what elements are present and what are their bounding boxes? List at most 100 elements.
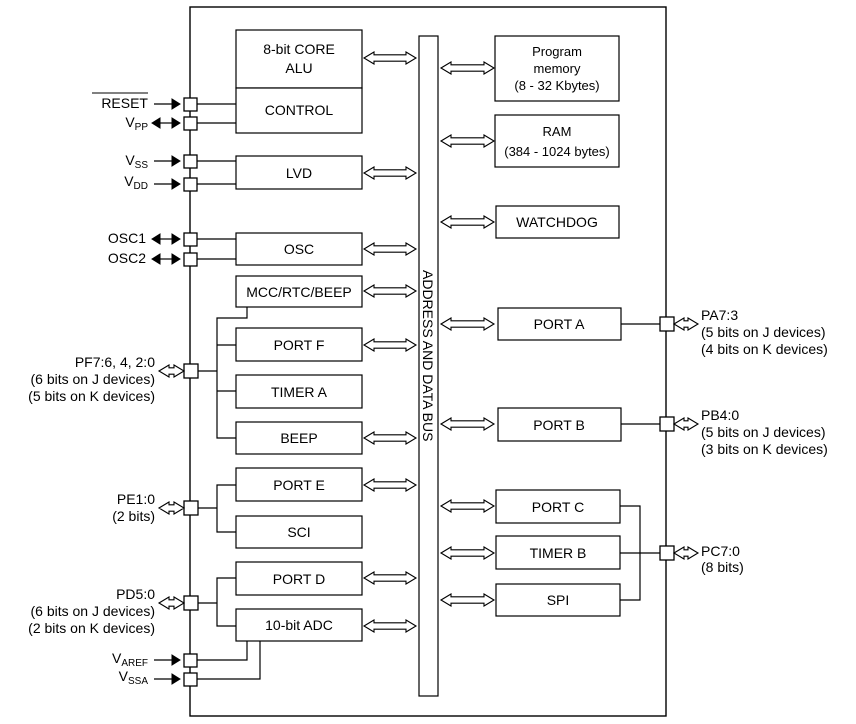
port-b-bus-arrow	[439, 417, 496, 431]
pa-label-1: PA7:3	[701, 307, 738, 323]
vdd-label: VDD	[124, 173, 148, 192]
port-b-block: PORT B	[497, 407, 622, 442]
pf-pin	[183, 363, 199, 379]
timer-a-label: TIMER A	[271, 384, 328, 400]
port-d-bus-arrow	[362, 571, 418, 585]
pc-label-1: PC7:0	[701, 543, 740, 559]
timer-a-block: TIMER A	[235, 374, 363, 409]
reset-pin-label: RESET	[92, 92, 148, 111]
lvd-block: LVD	[235, 155, 363, 190]
reset-pin	[183, 97, 198, 112]
core-bus-arrow	[362, 51, 418, 65]
port-e-label: PORT E	[273, 477, 325, 493]
pc-label-2: (8 bits)	[701, 559, 744, 575]
port-d-label: PORT D	[273, 571, 325, 587]
beep-label: BEEP	[280, 430, 317, 446]
ram-bus-arrow	[439, 134, 496, 148]
osc-bus-arrow	[362, 242, 418, 256]
spi-label: SPI	[547, 592, 570, 608]
pe-port-arrow	[157, 501, 186, 515]
osc-label: OSC	[284, 241, 314, 257]
mcc-block: MCC/RTC/BEEP	[235, 275, 363, 308]
ram-label-2: (384 - 1024 bytes)	[504, 144, 610, 159]
osc2-arrow-head-right	[171, 253, 181, 265]
vpp-pin	[183, 116, 198, 131]
lvd-label: LVD	[286, 165, 312, 181]
pa-port-arrow	[672, 317, 700, 331]
reset-arrow-head	[171, 98, 181, 110]
program-memory-label-3: (8 - 32 Kbytes)	[514, 78, 599, 93]
pf-label-3: (5 bits on K devices)	[28, 388, 155, 404]
osc1-pin	[183, 232, 198, 247]
osc2-label: OSC2	[108, 250, 146, 266]
vss-pin	[183, 154, 198, 169]
pf-label-1: PF7:6, 4, 2:0	[75, 354, 155, 370]
watchdog-block: WATCHDOG	[495, 205, 620, 239]
port-f-bus-arrow	[362, 338, 418, 352]
port-d-block: PORT D	[235, 561, 363, 596]
pc-pin	[659, 545, 675, 561]
spi-block: SPI	[495, 583, 621, 617]
ram-label-1: RAM	[543, 124, 572, 139]
port-a-label: PORT A	[534, 316, 586, 332]
pb-port-arrow	[672, 417, 700, 431]
core-alu-label-2: ALU	[285, 60, 312, 76]
watchdog-label: WATCHDOG	[516, 214, 598, 230]
pb-label-2: (5 bits on J devices)	[701, 424, 826, 440]
port-f-block: PORT F	[235, 327, 363, 362]
pb-pin	[659, 416, 675, 432]
vss-label: VSS	[125, 152, 148, 171]
osc-block: OSC	[235, 232, 363, 266]
vpp-main: V	[125, 114, 135, 130]
pb-label-1: PB4:0	[701, 407, 739, 423]
port-a-block: PORT A	[497, 307, 622, 341]
pf-label-2: (6 bits on J devices)	[31, 371, 156, 387]
osc2-pin	[183, 252, 198, 267]
pf-port-arrow	[157, 364, 186, 378]
sci-block: SCI	[235, 515, 363, 549]
port-a-bus-arrow	[439, 317, 496, 331]
vdd-pin	[183, 177, 198, 192]
program-memory-bus-arrow	[439, 61, 496, 75]
port-b-label: PORT B	[533, 417, 585, 433]
port-c-block: PORT C	[495, 489, 621, 524]
port-c-bus-arrow	[439, 499, 496, 513]
osc1-arrow-head-left	[151, 233, 161, 245]
control-label: CONTROL	[265, 102, 334, 118]
vss-sub: SS	[135, 160, 149, 171]
mcc-bus-arrow	[362, 284, 418, 298]
spi-bus-arrow	[439, 593, 496, 607]
adc-bus-arrow	[362, 619, 418, 633]
port-e-block: PORT E	[235, 467, 363, 502]
pd-label-3: (2 bits on K devices)	[28, 620, 155, 636]
internal-wiring	[197, 103, 661, 680]
vssa-arrow-head	[171, 673, 181, 685]
bus-arrows	[362, 51, 496, 633]
adc-label: 10-bit ADC	[265, 617, 333, 633]
pa-pin	[659, 316, 675, 332]
bus-label: ADDRESS AND DATA BUS	[420, 270, 436, 441]
timer-b-bus-arrow	[439, 546, 496, 560]
port-e-bus-arrow	[362, 478, 418, 492]
core-alu-label-1: 8-bit CORE	[263, 41, 335, 57]
core-alu-block: 8-bit CORE ALU	[235, 29, 363, 89]
ram-block: RAM (384 - 1024 bytes)	[494, 114, 620, 168]
address-data-bus: ADDRESS AND DATA BUS	[418, 35, 439, 697]
beep-bus-arrow	[362, 431, 418, 445]
pe-pin	[183, 500, 199, 516]
program-memory-block: Program memory (8 - 32 Kbytes)	[494, 35, 620, 102]
pe-label-2: (2 bits)	[112, 508, 155, 524]
port-f-label: PORT F	[274, 337, 325, 353]
mcc-label: MCC/RTC/BEEP	[246, 284, 352, 300]
varef-pin	[183, 653, 198, 668]
pd-pin	[183, 595, 199, 611]
pin-connectors	[183, 97, 675, 687]
adc-block: 10-bit ADC	[235, 608, 363, 642]
pa-label-3: (4 bits on K devices)	[701, 341, 828, 357]
pa-label-2: (5 bits on J devices)	[701, 324, 826, 340]
vdd-sub: DD	[134, 181, 148, 192]
lvd-bus-arrow	[362, 166, 418, 180]
timer-b-label: TIMER B	[530, 545, 587, 561]
